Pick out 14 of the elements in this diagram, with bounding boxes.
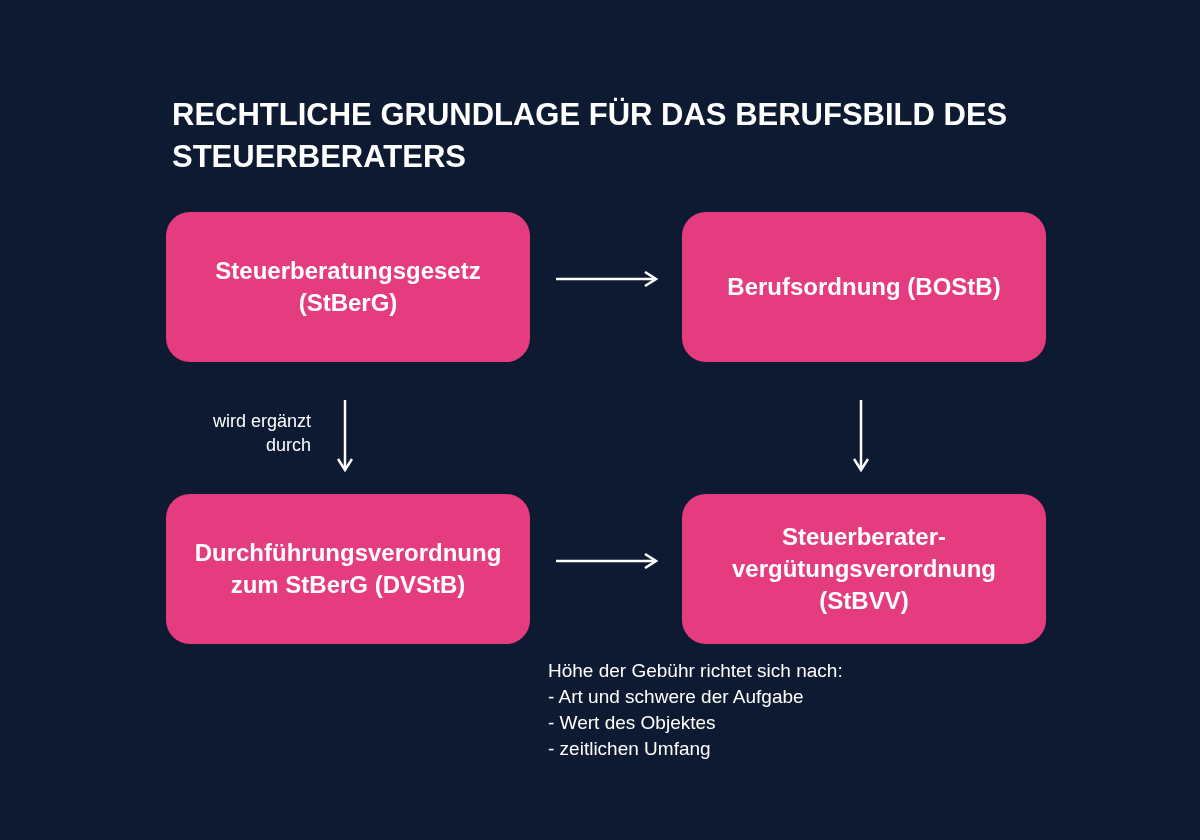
process-box: Durchführungsverordnung zum StBerG (DVStB) bbox=[166, 494, 530, 644]
title: RECHTLICHE GRUNDLAGE FÜR DAS BERUFSBILD DES STEUERBERATERS bbox=[172, 96, 1009, 176]
process-box: Steuerberatungsgesetz (StBerG) bbox=[166, 212, 530, 362]
arrow bbox=[556, 552, 658, 570]
process-box: Berufsordnung (BOStB) bbox=[682, 212, 1046, 362]
note-text: - Art und schwere der Aufgabe bbox=[548, 685, 805, 709]
arrow bbox=[852, 400, 870, 472]
edge-label: wird ergänzt durch bbox=[211, 410, 311, 457]
note-text: - Wert des Objektes bbox=[548, 711, 717, 735]
note-text: Höhe der Gebühr richtet sich nach: bbox=[548, 659, 843, 683]
process-box: Steuerberater- vergütungsverordnung (StBVV) bbox=[682, 494, 1046, 644]
arrow bbox=[336, 400, 354, 472]
note-text: - zeitlichen Umfang bbox=[548, 737, 712, 761]
arrow bbox=[556, 270, 658, 288]
